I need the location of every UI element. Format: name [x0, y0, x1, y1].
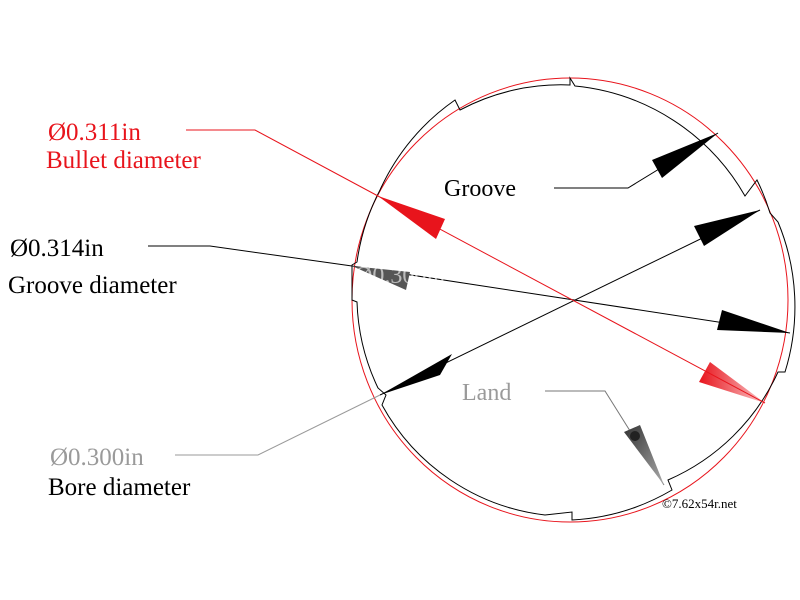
groove-label: Groove	[444, 176, 516, 202]
bore-arrowhead-lower	[380, 354, 452, 395]
land-label: Land	[462, 380, 511, 406]
bullet-arrowhead-lower	[699, 362, 765, 403]
bullet-leader	[186, 129, 379, 197]
bore-arrowhead-upper	[694, 210, 760, 246]
bore-diameter-leader	[175, 394, 381, 456]
land-pointer-arrowhead	[624, 425, 664, 485]
groove-value-label: Ø0.314in	[10, 235, 104, 262]
bullet-outline	[351, 77, 789, 523]
bore-value-label: Ø0.300in	[50, 444, 144, 471]
groove-arrowhead-right	[717, 310, 790, 333]
groove-name-label: Groove diameter	[8, 272, 177, 299]
land-pointer-dot	[630, 431, 640, 441]
watermark-text: Ø0.300in	[355, 263, 445, 289]
bullet-value-label: Ø0.311in	[48, 119, 141, 146]
copyright-label: ©7.62x54r.net	[662, 496, 737, 511]
barrel-outline	[351, 76, 796, 521]
groove-arrowhead-left-watermark	[352, 266, 410, 290]
bore-name-label: Bore diameter	[48, 474, 191, 501]
land-pointer-leader	[545, 390, 665, 486]
groove-pointer-leader	[554, 132, 719, 189]
groove-diameter-leader	[148, 245, 353, 267]
groove-pointer-arrowhead	[652, 133, 718, 178]
bullet-diameter-line	[377, 195, 766, 404]
bullet-arrowhead-upper	[378, 196, 445, 239]
bullet-name-label: Bullet diameter	[46, 147, 201, 174]
